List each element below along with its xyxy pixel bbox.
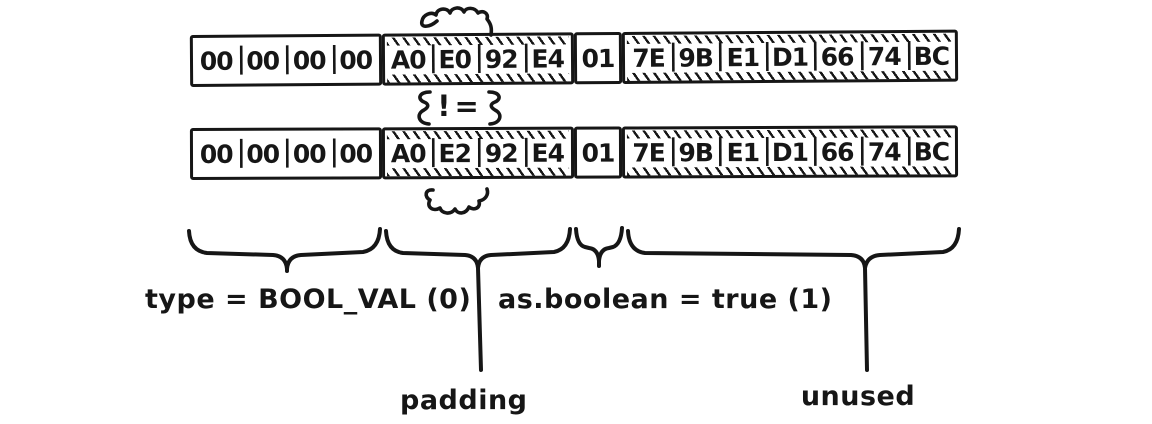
- byte-cell: 01: [581, 43, 615, 73]
- byte-cell: E4: [524, 35, 572, 82]
- byte-cell: A0: [390, 44, 426, 75]
- brace-type-field: [187, 227, 382, 273]
- byte-cell: 7E: [632, 43, 665, 73]
- byte-cell: 00: [332, 130, 380, 177]
- byte-cell: D1: [766, 128, 814, 175]
- byte-cell: 7E: [632, 137, 665, 167]
- section-unused-bytes: 7E 9B E1 D1 66 74 BC: [621, 29, 959, 84]
- section-unused-bytes: 7E 9B E1 D1 66 74 BC: [621, 125, 959, 179]
- byte-cell: 01: [581, 138, 615, 168]
- inequality-left-squiggle-icon: [417, 90, 432, 126]
- byte-cell: A0: [390, 138, 426, 168]
- byte-cell: 9B: [672, 129, 720, 176]
- type-field-label: type = BOOL_VAL (0): [145, 284, 472, 315]
- byte-cell: 66: [813, 128, 861, 175]
- section-type-bytes: 00 00 00 00: [189, 33, 383, 87]
- padding-label: padding: [400, 385, 528, 416]
- byte-cell: BC: [907, 128, 956, 175]
- section-boolean-byte: 01: [573, 126, 623, 179]
- section-type-bytes: 00 00 00 00: [189, 127, 383, 180]
- inequality-right-squiggle-icon: [487, 90, 502, 126]
- byte-row-bottom: 00 00 00 00 A0 E2 92 E4 01 7E 9B E1 D1 6…: [189, 125, 959, 180]
- byte-cell: 92: [477, 35, 525, 82]
- byte-cell: 00: [239, 37, 287, 84]
- emphasis-squiggle-top-icon: [419, 6, 494, 37]
- boolean-field-label: as.boolean = true (1): [498, 284, 833, 315]
- byte-cell: E1: [719, 128, 767, 176]
- byte-cell: 66: [813, 33, 861, 80]
- byte-cell: 00: [199, 46, 233, 76]
- emphasis-squiggle-bottom-icon: [424, 187, 490, 215]
- byte-cell: 74: [860, 32, 908, 80]
- byte-cell: E1: [719, 33, 767, 81]
- section-boolean-byte: 01: [573, 31, 623, 85]
- section-padding-bytes: A0 E0 92 E4: [381, 32, 575, 86]
- byte-cell: BC: [907, 32, 956, 79]
- byte-cell: 9B: [671, 34, 720, 81]
- byte-cell: 00: [285, 130, 333, 177]
- section-padding-bytes: A0 E2 92 E4: [381, 126, 575, 180]
- byte-cell: 00: [199, 139, 233, 169]
- byte-cell: 92: [477, 129, 525, 176]
- byte-cell: 74: [860, 128, 908, 175]
- byte-cell: D1: [766, 33, 814, 80]
- byte-cell-differing: E2: [431, 129, 479, 177]
- brace-boolean-field: [574, 226, 624, 268]
- byte-row-top: 00 00 00 00 A0 E0 92 E4 01 7E 9B E1 D1 6…: [189, 29, 959, 87]
- unused-label: unused: [800, 381, 916, 412]
- byte-cell: 00: [285, 37, 333, 84]
- byte-cell: 00: [332, 36, 380, 84]
- byte-cell: E4: [524, 129, 572, 176]
- byte-cell: 00: [239, 130, 287, 177]
- not-equal-operator: !=: [437, 89, 483, 123]
- byte-cell-differing: E0: [431, 35, 479, 83]
